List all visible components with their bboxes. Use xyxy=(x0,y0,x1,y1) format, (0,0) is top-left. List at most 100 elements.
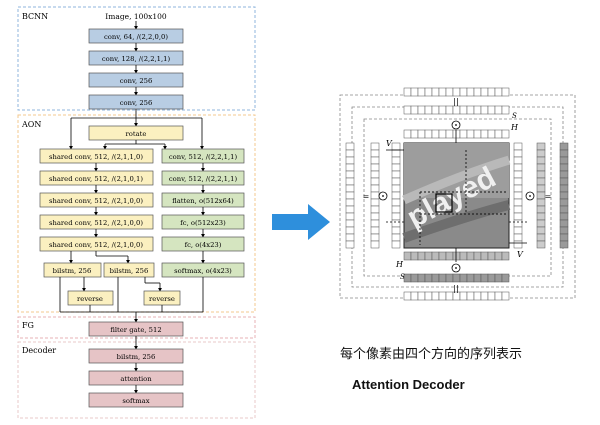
bcnn-label: BCNN xyxy=(22,12,48,21)
sequence-cell xyxy=(513,142,523,151)
sequence-cell xyxy=(370,191,380,200)
svg-text:||: || xyxy=(453,284,458,293)
sequence-cell xyxy=(370,163,380,172)
sequence-cell xyxy=(438,129,447,139)
sequence-cell xyxy=(403,273,412,283)
sequence-cell xyxy=(345,240,355,249)
bilstm-left-label: bilstm, 256 xyxy=(53,267,92,275)
sequence-cell xyxy=(536,163,546,172)
sequence-cell xyxy=(559,198,569,207)
sequence-cell xyxy=(459,105,468,115)
sequence-cell xyxy=(391,212,401,221)
sequence-cell xyxy=(466,273,475,283)
direction-label-right-top: H xyxy=(510,123,519,132)
rotate-label: rotate xyxy=(126,130,147,138)
sequence-cell xyxy=(370,233,380,242)
sequence-cell xyxy=(445,129,454,139)
sequence-cell xyxy=(403,87,412,97)
sequence-cell xyxy=(452,105,461,115)
sequence-cell xyxy=(487,251,496,261)
fg-label: FG xyxy=(22,321,34,330)
sequence-cell xyxy=(391,156,401,165)
sequence-cell xyxy=(487,105,496,115)
sequence-cell xyxy=(480,273,489,283)
sequence-cell xyxy=(370,212,380,221)
sequence-cell xyxy=(513,219,523,228)
sequence-cell xyxy=(370,240,380,249)
bcnn-conv-4-label: conv, 256 xyxy=(120,99,153,107)
aon-right-column: conv, 512, /(2,2,1,1) conv, 512, /(2,2,1… xyxy=(161,148,245,264)
sequence-cell xyxy=(480,87,489,97)
shared-conv-1 xyxy=(39,148,154,164)
sequence-cell xyxy=(536,205,546,214)
sequence-cell xyxy=(501,291,510,301)
sequence-cell xyxy=(452,291,461,301)
sequence-cell xyxy=(466,87,475,97)
decoder-section-frame xyxy=(17,341,256,419)
sequence-cell xyxy=(480,251,489,261)
bcnn-conv-1-label: conv, 64, /(2,2,0,0) xyxy=(104,33,168,41)
reverse-left xyxy=(67,290,114,306)
sequence-cell xyxy=(370,226,380,235)
sequence-cell xyxy=(345,212,355,221)
sequence-cell xyxy=(559,205,569,214)
sequence-cell xyxy=(345,226,355,235)
sequence-cell xyxy=(473,129,482,139)
shared-conv-2 xyxy=(39,170,154,186)
decoder-label: Decoder xyxy=(22,346,56,355)
sequence-cell xyxy=(536,226,546,235)
caption-chinese: 每个像素由四个方向的序列表示 xyxy=(340,347,523,362)
sequence-cell xyxy=(452,87,461,97)
sequence-cell xyxy=(452,129,461,139)
shared-conv-4 xyxy=(39,214,154,230)
sequence-cell xyxy=(487,129,496,139)
sequence-cell xyxy=(480,105,489,115)
sequence-cell xyxy=(431,129,440,139)
sequence-cell xyxy=(417,105,426,115)
sequence-cell xyxy=(452,251,461,261)
direction-label-right-bottom: V xyxy=(517,250,524,259)
decoder-attention-label: attention xyxy=(120,375,152,383)
sequence-cell xyxy=(513,212,523,221)
sequence-cell xyxy=(424,105,433,115)
sequence-cell xyxy=(494,87,503,97)
sequence-cell xyxy=(501,251,510,261)
sequence-cell xyxy=(391,184,401,193)
sequence-cell xyxy=(445,291,454,301)
sequence-cell xyxy=(487,87,496,97)
sequence-cell xyxy=(424,251,433,261)
sequence-cell xyxy=(536,149,546,158)
sequence-cell xyxy=(559,219,569,228)
decoder-bilstm-label: bilstm, 256 xyxy=(117,353,156,361)
sequence-cell xyxy=(417,291,426,301)
svg-text:=: = xyxy=(363,192,370,201)
sequence-cell xyxy=(513,163,523,172)
sequence-cell xyxy=(559,142,569,151)
sequence-cell xyxy=(536,177,546,186)
sequence-cell xyxy=(417,87,426,97)
sequence-cell xyxy=(424,87,433,97)
sequence-cell xyxy=(403,291,412,301)
sequence-cell xyxy=(391,205,401,214)
sequence-cell xyxy=(410,87,419,97)
fc-2-label: fc, o(4x23) xyxy=(185,241,222,249)
reverse-right-label: reverse xyxy=(149,295,175,303)
sequence-cell xyxy=(513,240,523,249)
sequence-cell xyxy=(559,191,569,200)
sequence-cell xyxy=(445,251,454,261)
sequence-cell xyxy=(559,184,569,193)
sequence-cell xyxy=(391,240,401,249)
sequence-cell xyxy=(445,105,454,115)
sequence-cell xyxy=(559,233,569,242)
bilstm-mid-label: bilstm, 256 xyxy=(110,267,149,275)
sequence-cell xyxy=(513,191,523,200)
shared-conv-5 xyxy=(39,236,154,252)
bcnn-conv-2-label: conv, 128, /(2,2,1,1) xyxy=(102,55,171,63)
sequence-cell xyxy=(410,291,419,301)
flatten-label: flatten, o(512x64) xyxy=(172,197,234,205)
sequence-cell xyxy=(391,177,401,186)
sequence-cell xyxy=(431,87,440,97)
aon-label: AON xyxy=(21,120,41,129)
sequence-cell xyxy=(473,273,482,283)
sequence-cell xyxy=(536,184,546,193)
